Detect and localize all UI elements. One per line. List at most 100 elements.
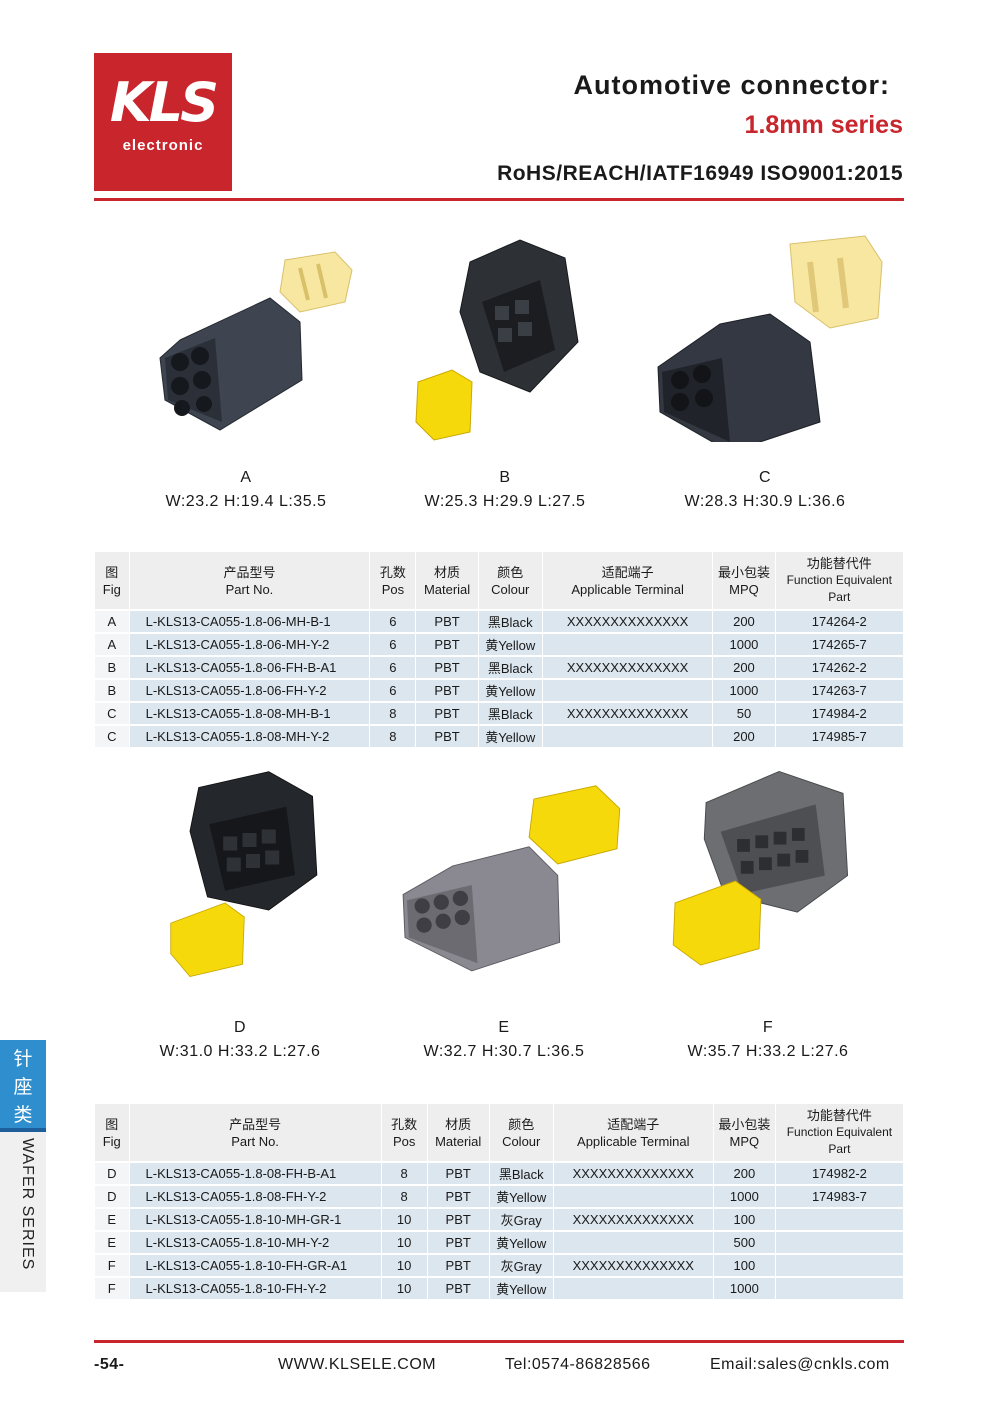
page-title: Automotive connector: [573,70,890,100]
terminal-cell: XXXXXXXXXXXXXX [542,609,714,633]
part-no-cell: L-KLS13-CA055-1.8-08-FH-B-A1 [129,1161,382,1185]
pos-cell: 6 [369,678,417,702]
part-no-cell: L-KLS13-CA055-1.8-08-MH-Y-2 [129,724,371,747]
connector-image-d [170,771,318,977]
figure-letter: D [233,1019,247,1036]
colour-cell: 灰Gray [489,1253,554,1277]
figure-caption-c: C W:28.3 H:30.9 L:36.6 [635,466,895,514]
fig-cell: F [95,1276,130,1299]
colour-cell: 黑Black [489,1161,554,1185]
colour-cell: 黄Yellow [489,1276,554,1299]
part-no-cell: L-KLS13-CA055-1.8-10-FH-GR-A1 [129,1253,382,1277]
fig-cell: F [95,1253,130,1277]
header-rule [94,198,904,201]
colour-cell: 黄Yellow [478,678,543,702]
figure-dimensions: W:32.7 H:30.7 L:36.5 [423,1043,585,1060]
terminal-cell [542,632,714,656]
part-no-cell: L-KLS13-CA055-1.8-10-FH-Y-2 [129,1276,382,1299]
email-link[interactable]: Email:sales@cnkls.com [710,1356,890,1373]
figure-letter: C [758,469,772,486]
mpq-cell: 200 [712,724,776,747]
equivalent-cell: 174983-7 [775,1184,905,1208]
colour-cell: 黄Yellow [489,1230,554,1254]
material-cell: PBT [415,609,479,633]
equivalent-cell [775,1253,905,1277]
mpq-cell: 100 [713,1253,776,1277]
material-cell: PBT [427,1184,490,1208]
terminal-cell: XXXXXXXXXXXXXX [553,1253,714,1277]
material-cell: PBT [415,632,479,656]
terminal-cell: XXXXXXXXXXXXXX [542,655,714,679]
connector-image-f [672,770,849,966]
colour-cell: 黑Black [478,655,543,679]
pos-cell: 8 [369,701,417,725]
colour-cell: 黄Yellow [478,724,543,747]
equivalent-cell: 174264-2 [775,609,905,633]
material-cell: PBT [427,1253,490,1277]
terminal-cell [553,1276,714,1299]
equivalent-cell [775,1276,905,1299]
material-cell: PBT [415,655,479,679]
mpq-cell: 1000 [712,632,776,656]
part-no-cell: L-KLS13-CA055-1.8-06-MH-B-1 [129,609,371,633]
figure-caption-d: D W:31.0 H:33.2 L:27.6 [110,1016,370,1064]
pos-cell: 6 [369,632,417,656]
part-no-cell: L-KLS13-CA055-1.8-06-MH-Y-2 [129,632,371,656]
side-tab-char: 类 [13,1105,33,1126]
terminal-cell [542,724,714,747]
figure-dimensions: W:25.3 H:29.9 L:27.5 [424,493,586,510]
figure-caption-e: E W:32.7 H:30.7 L:36.5 [374,1016,634,1064]
mpq-cell: 50 [712,701,776,725]
website-link[interactable]: WWW.KLSELE.COM [278,1356,437,1373]
material-cell: PBT [427,1207,490,1231]
figure-caption-f: F W:35.7 H:33.2 L:27.6 [638,1016,898,1064]
part-no-cell: L-KLS13-CA055-1.8-10-MH-GR-1 [129,1207,382,1231]
figure-letter: E [498,1019,510,1036]
connector-image-c [657,235,883,442]
logo-mark: KLS [109,71,219,134]
equivalent-cell: 174985-7 [775,724,905,747]
pos-cell: 8 [369,724,417,747]
terminal-cell: XXXXXXXXXXXXXX [553,1207,714,1231]
side-tab: 针座类 WAFER SERIES [0,1040,46,1292]
fig-cell: D [95,1161,130,1185]
part-no-cell: L-KLS13-CA055-1.8-10-MH-Y-2 [129,1230,382,1254]
connector-image-e [402,785,621,972]
colour-cell: 黄Yellow [478,632,543,656]
figure-letter: A [240,469,252,486]
mpq-cell: 1000 [712,678,776,702]
material-cell: PBT [415,678,479,702]
terminal-cell: XXXXXXXXXXXXXX [542,701,714,725]
part-no-cell: L-KLS13-CA055-1.8-06-FH-Y-2 [129,678,371,702]
certifications: RoHS/REACH/IATF16949 ISO9001:2015 [497,162,903,185]
logo-subtitle: electronic [122,137,204,154]
colour-cell: 黑Black [478,609,543,633]
figure-dimensions: W:31.0 H:33.2 L:27.6 [159,1043,321,1060]
figure-letter: B [499,469,511,486]
colour-cell: 灰Gray [489,1207,554,1231]
pos-cell: 6 [369,655,417,679]
